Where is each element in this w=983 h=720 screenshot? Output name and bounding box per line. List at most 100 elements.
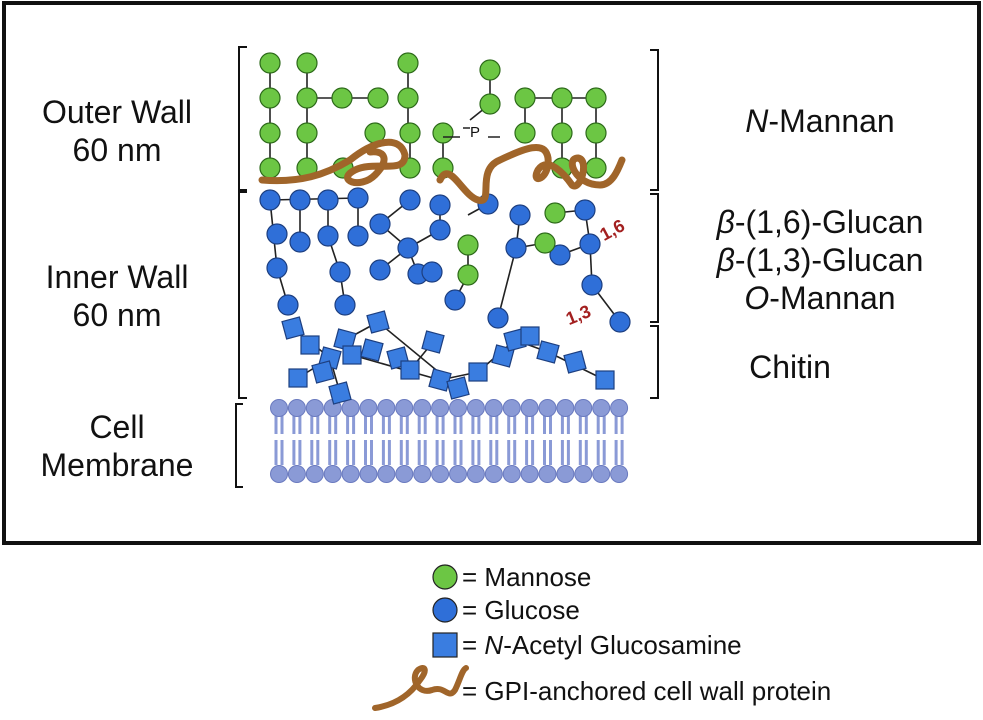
inner-wall-line2: 60 nm bbox=[72, 297, 162, 333]
nag-residue bbox=[300, 335, 320, 355]
mannose-residue bbox=[331, 87, 353, 109]
residue-link bbox=[269, 197, 359, 201]
mannose-residue bbox=[397, 87, 419, 109]
lipid-head bbox=[341, 399, 360, 417]
legend-gpi-icon bbox=[372, 665, 469, 711]
nag-residue bbox=[468, 362, 488, 382]
b16-suffix: -(1,6)-Glucan bbox=[734, 204, 924, 240]
bracket-cell-membrane bbox=[235, 403, 243, 488]
chitin-label: Chitin bbox=[749, 349, 831, 385]
n-mannan-suffix: -Mannan bbox=[768, 103, 895, 139]
glucose-residues bbox=[259, 187, 631, 333]
mannose-residue bbox=[397, 52, 419, 74]
mannose-residue bbox=[259, 122, 281, 144]
legend-mannose-text: = Mannose bbox=[462, 562, 592, 592]
lipid-head bbox=[538, 399, 557, 417]
legend-gpi-text: = GPI-anchored cell wall protein bbox=[462, 676, 832, 706]
glucose-residue bbox=[579, 233, 601, 255]
b16-glucan-label: β-(1,6)-Glucan bbox=[670, 203, 970, 241]
legend-nag-suffix: -Acetyl Glucosamine bbox=[503, 630, 742, 660]
o-mannan-suffix: -Mannan bbox=[769, 280, 896, 316]
lipid-head bbox=[287, 465, 306, 483]
b13-prefix: β bbox=[716, 242, 735, 278]
b13-glucan-label: β-(1,3)-Glucan bbox=[670, 241, 970, 279]
glucose-residue bbox=[549, 244, 571, 266]
mannose-residue bbox=[585, 122, 607, 144]
n-mannan-prefix: N bbox=[745, 103, 769, 139]
mannose-residue bbox=[259, 52, 281, 74]
chitin-chains bbox=[281, 310, 615, 405]
nag-residue bbox=[421, 330, 445, 354]
mannose-residue bbox=[514, 122, 536, 144]
gpi-protein-right bbox=[436, 143, 626, 204]
inner-wall-line1: Inner Wall bbox=[45, 259, 189, 295]
glucose-residue bbox=[289, 189, 311, 211]
mannose-residue bbox=[296, 122, 318, 144]
glucose-residue bbox=[334, 294, 356, 316]
lipid-head bbox=[484, 465, 503, 483]
bracket-outer-wall bbox=[238, 46, 247, 191]
lipid-head bbox=[431, 399, 450, 417]
lipid-head bbox=[556, 465, 575, 483]
glucose-residue bbox=[609, 311, 631, 333]
legend-nag-text: = N-Acetyl Glucosamine bbox=[462, 630, 742, 660]
glucan-mannan-label: β-(1,6)-Glucan β-(1,3)-Glucan O-Mannan bbox=[670, 203, 970, 317]
mannose-residue bbox=[296, 87, 318, 109]
lipid-head bbox=[323, 465, 342, 483]
lipid-head bbox=[538, 465, 557, 483]
lipid-head bbox=[270, 465, 288, 483]
inner-wall-label: Inner Wall 60 nm bbox=[22, 258, 212, 334]
lipid-head bbox=[395, 399, 414, 417]
bracket-inner-wall bbox=[238, 191, 247, 399]
b16-prefix: β bbox=[716, 204, 735, 240]
phosphate-link bbox=[443, 127, 500, 138]
glucose-residue bbox=[509, 204, 531, 226]
legend-nag-prefix: N bbox=[484, 630, 504, 660]
lipid-head bbox=[359, 465, 378, 483]
cell-membrane-label: Cell Membrane bbox=[22, 408, 212, 484]
legend-nag-eq: = bbox=[462, 630, 485, 660]
cell-membrane-line1: Cell bbox=[89, 409, 145, 445]
mannose-residue bbox=[585, 87, 607, 109]
cell-membrane-line2: Membrane bbox=[40, 447, 194, 483]
lipid-head bbox=[287, 399, 306, 417]
nag-residue bbox=[281, 316, 305, 340]
lipid-head bbox=[359, 399, 378, 417]
nag-residue bbox=[311, 360, 335, 384]
glucose-residue bbox=[266, 257, 288, 279]
glucose-residue bbox=[317, 189, 339, 211]
mannose-residue bbox=[367, 87, 389, 109]
glucose-residue bbox=[317, 225, 339, 247]
nag-residue bbox=[288, 368, 308, 388]
nag-residue bbox=[400, 360, 420, 380]
mannose-residue bbox=[259, 87, 281, 109]
glucose-residue bbox=[581, 274, 603, 296]
mannose-residue bbox=[457, 234, 479, 256]
outer-wall-line2: 60 nm bbox=[72, 132, 162, 168]
mannose-residue bbox=[296, 52, 318, 74]
mannose-residue bbox=[479, 59, 501, 81]
glucose-residue bbox=[266, 223, 288, 245]
outer-wall-line1: Outer Wall bbox=[42, 94, 192, 130]
nag-residue bbox=[446, 376, 470, 400]
lipid-head bbox=[395, 465, 414, 483]
nag-residue bbox=[595, 370, 615, 390]
outer-wall-label: Outer Wall 60 nm bbox=[22, 93, 212, 169]
lipid-head bbox=[270, 399, 288, 417]
lipid-head bbox=[574, 465, 593, 483]
lipid-bilayer bbox=[270, 399, 629, 483]
nag-residue bbox=[342, 345, 362, 365]
phosphate-label: P bbox=[470, 124, 481, 141]
mannose-residue bbox=[585, 157, 607, 179]
glucose-residue bbox=[329, 261, 351, 283]
nag-residue bbox=[536, 340, 560, 364]
lipid-head bbox=[502, 399, 521, 417]
nag-residue bbox=[360, 338, 384, 362]
lipid-head bbox=[341, 465, 360, 483]
mannose-residue bbox=[457, 264, 479, 286]
lipid-head bbox=[431, 465, 450, 483]
glucose-residue bbox=[444, 289, 466, 311]
mannose-residue bbox=[551, 87, 573, 109]
glucose-residue bbox=[347, 225, 369, 247]
glucose-residue bbox=[347, 187, 369, 209]
